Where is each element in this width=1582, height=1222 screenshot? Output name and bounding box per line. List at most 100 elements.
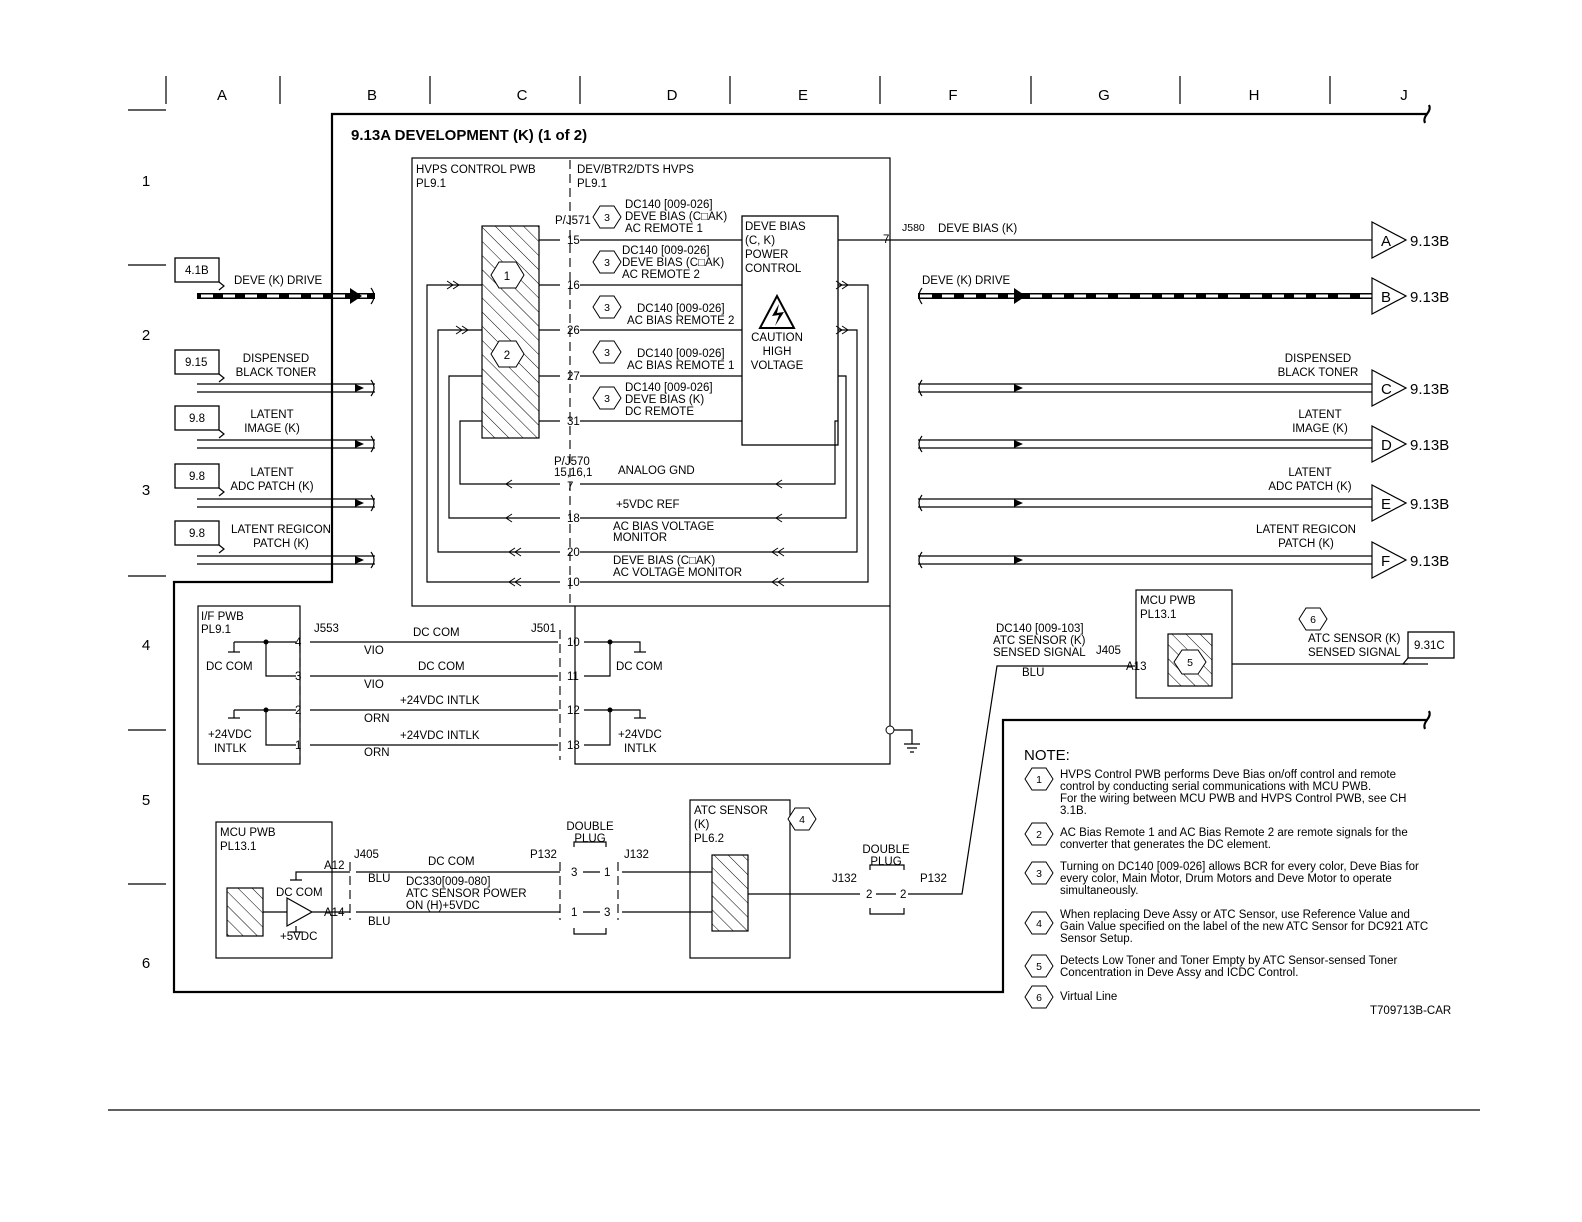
if-24v-right: +24VDC xyxy=(618,729,662,741)
wire-24v-1: +24VDC INTLK xyxy=(400,695,480,707)
hex-6 xyxy=(1298,607,1328,631)
wire-24v-2: +24VDC INTLK xyxy=(400,730,480,742)
dev-hvps-pl: PL9.1 xyxy=(577,178,607,190)
mcu-dccom: DC COM xyxy=(276,887,323,899)
deve-monitor-label-2: AC VOLTAGE MONITOR xyxy=(613,567,742,579)
pin-16: 16 xyxy=(567,280,580,292)
sig-dc-remote-dc: DC140 [009-026] xyxy=(625,382,713,394)
note-1-line-4: 3.1B. xyxy=(1060,805,1087,817)
caution-text: CAUTION xyxy=(751,332,803,344)
pin-10: 10 xyxy=(567,577,580,589)
ground-icon xyxy=(894,729,920,753)
in-black-toner: BLACK TONER xyxy=(236,367,317,379)
dc330-label-3: ON (H)+5VDC xyxy=(406,900,480,912)
atc-sensor-sub: (K) xyxy=(694,819,710,831)
hex-3-e-label: 3 xyxy=(604,393,610,405)
in-latent-adc-2: ADC PATCH (K) xyxy=(230,481,313,493)
out-black-toner: BLACK TONER xyxy=(1278,367,1359,379)
out-latent-image: LATENT xyxy=(1298,409,1341,421)
ref5-label: +5VDC REF xyxy=(616,499,680,511)
deve-bias-title: DEVE BIAS xyxy=(745,221,806,233)
in-latent-regicon: LATENT REGICON xyxy=(231,524,331,536)
note-1-line-1: HVPS Control PWB performs Deve Bias on/o… xyxy=(1060,769,1396,781)
in-deve-drive: DEVE (K) DRIVE xyxy=(234,275,323,287)
note-3-line-3: simultaneously. xyxy=(1060,885,1138,897)
atc-out-1: ATC SENSOR (K) xyxy=(1308,633,1401,645)
note-6-line-1: Virtual Line xyxy=(1060,991,1117,1003)
hvps-control-chip xyxy=(481,225,540,439)
mcu-pwb-right-box xyxy=(1135,589,1233,699)
doc-id: T709713B-CAR xyxy=(1370,1005,1451,1017)
wire-orn-1: ORN xyxy=(364,713,390,725)
ref-931c-box xyxy=(1407,631,1455,659)
out-letter-c: C xyxy=(1381,381,1392,398)
atc-sensed: SENSED SIGNAL xyxy=(993,647,1086,659)
deve-bias-k-label: DEVE BIAS (K) xyxy=(938,223,1017,235)
in-latent-adc: LATENT xyxy=(250,467,293,479)
amp-icon xyxy=(263,896,350,928)
out-latent-regicon-2: PATCH (K) xyxy=(1278,538,1334,550)
j553-label: J553 xyxy=(314,623,339,635)
grid-col-h: H xyxy=(1249,87,1260,104)
note-5-num: 5 xyxy=(1036,961,1042,973)
hex-4 xyxy=(787,807,817,831)
pin-27: 27 xyxy=(567,371,580,383)
note-5-line-2: Concentration in Deve Assy and ICDC Cont… xyxy=(1060,967,1298,979)
hvps-main-box xyxy=(411,157,891,607)
hex-5-label: 5 xyxy=(1187,657,1193,669)
note-3-line-2: every color, Main Motor, Drum Motors and… xyxy=(1060,873,1392,885)
in-ref-9-8-c: 9.8 xyxy=(189,528,205,540)
pin-7: 7 xyxy=(567,481,573,493)
hex-3-d-label: 3 xyxy=(604,347,610,359)
high-text: HIGH xyxy=(763,346,792,358)
dp1-pin-3b: 3 xyxy=(604,907,610,919)
grid-row-3: 3 xyxy=(142,482,150,499)
note-1-line-2: control by conducting serial communicati… xyxy=(1060,781,1371,793)
mcu-pwb-left-box xyxy=(215,821,333,959)
mcu-left-name: MCU PWB xyxy=(220,827,276,839)
out-deve-drive: DEVE (K) DRIVE xyxy=(922,275,1011,287)
mcu-pin-11: 11 xyxy=(567,671,579,683)
mcu-pin-12: 12 xyxy=(567,705,580,717)
right-output-lines xyxy=(918,287,1372,569)
out-ref-e: 9.13B xyxy=(1410,496,1449,513)
in-ref-9-8-a: 9.8 xyxy=(189,413,205,425)
grid-row-4: 4 xyxy=(142,637,150,654)
out-letter-d: D xyxy=(1381,437,1392,454)
note-2-num: 2 xyxy=(1036,829,1042,841)
mcu-left-pl: PL13.1 xyxy=(220,841,256,853)
dp1-pin-1: 1 xyxy=(604,867,610,879)
wire-dccom-mcu: DC COM xyxy=(428,856,475,868)
hex-1 xyxy=(490,261,525,289)
pj571-lines xyxy=(539,239,742,422)
ac-monitor-label: AC BIAS VOLTAGE xyxy=(613,521,715,533)
deve-bias-power: POWER xyxy=(745,249,788,261)
mcu-5v: +5VDC xyxy=(280,931,317,943)
sig-ac-remote2: AC REMOTE 2 xyxy=(622,269,700,281)
out-ref-b: 9.13B xyxy=(1410,289,1449,306)
grid-col-j: J xyxy=(1400,87,1408,104)
dp1-pin-1b: 1 xyxy=(571,907,577,919)
diagram-frame xyxy=(172,112,1427,994)
in-ref-9-15: 9.15 xyxy=(185,357,207,369)
note-3-line-1: Turning on DC140 [009-026] allows BCR fo… xyxy=(1060,861,1419,873)
if-dccom-left: DC COM xyxy=(206,661,253,673)
dc330-label: DC330[009-080] xyxy=(406,876,490,888)
j405-right-label: J405 xyxy=(1096,645,1121,657)
monitor-loops xyxy=(426,284,869,583)
hex-5 xyxy=(1173,649,1207,675)
note-3-num: 3 xyxy=(1036,868,1042,880)
note-5-line-1: Detects Low Toner and Toner Empty by ATC… xyxy=(1060,955,1397,967)
if-pin-3: 3 xyxy=(295,671,301,683)
atc-signal-wire xyxy=(908,665,1135,895)
in-latent-image: LATENT xyxy=(250,409,293,421)
out-ref-c: 9.13B xyxy=(1410,381,1449,398)
if-wires xyxy=(228,639,646,746)
atc-dc140: DC140 [009-103] xyxy=(996,623,1084,635)
atc-sensor-chip xyxy=(711,854,749,932)
j580-pin: 7 xyxy=(883,234,889,246)
hex-6-label: 6 xyxy=(1310,614,1316,626)
grid-row-5: 5 xyxy=(142,792,150,809)
dp2-pin-2: 2 xyxy=(866,889,872,901)
voltage-text: VOLTAGE xyxy=(751,360,804,372)
